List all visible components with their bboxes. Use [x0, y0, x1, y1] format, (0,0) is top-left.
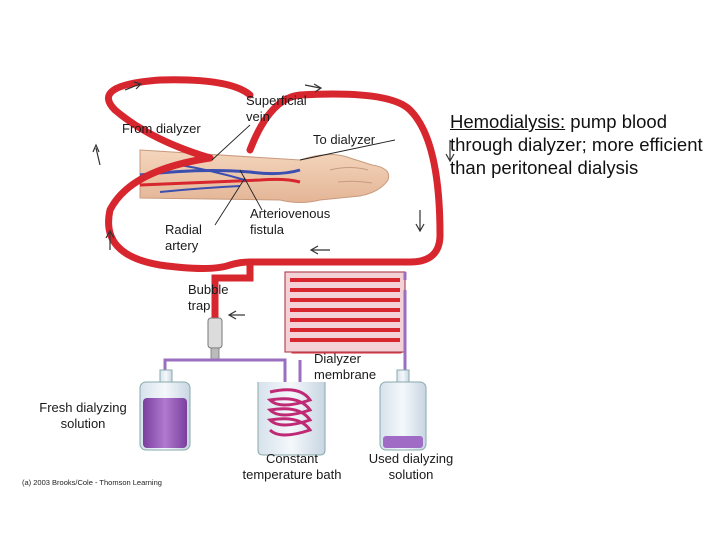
label-superficial-vein: Superficial vein — [246, 93, 307, 124]
flow-arrows — [92, 81, 455, 255]
label-temperature-bath: Constant temperature bath — [242, 451, 342, 482]
heading-text: pump blood through dialyzer; more effici… — [450, 111, 703, 178]
forearm — [139, 149, 390, 203]
leader-lines — [211, 124, 396, 226]
label-used-solution: Used dialyzing solution — [368, 451, 454, 482]
bubble-trap — [207, 310, 245, 361]
label-radial-artery: Radial artery — [165, 222, 202, 253]
dialyzer-membrane — [284, 271, 406, 353]
label-dialyzer-membrane: Dialyzer membrane — [314, 351, 377, 382]
heading-term: Hemodialysis: — [450, 111, 566, 132]
label-av-fistula: Arteriovenous fistula — [250, 206, 331, 237]
used-solution-bottle — [379, 369, 427, 451]
label-to-dialyzer: To dialyzer — [313, 132, 376, 147]
temperature-bath — [257, 382, 326, 456]
fresh-solution-bottle — [139, 369, 191, 451]
copyright-credit: (a) 2003 Brooks/Cole - Thomson Learning — [22, 478, 162, 487]
diagram-heading: Hemodialysis: pump blood through dialyze… — [450, 110, 712, 179]
label-fresh-solution: Fresh dialyzing solution — [39, 400, 127, 431]
label-bubble-trap: Bubble trap — [188, 282, 229, 313]
label-from-dialyzer: From dialyzer — [122, 121, 201, 136]
